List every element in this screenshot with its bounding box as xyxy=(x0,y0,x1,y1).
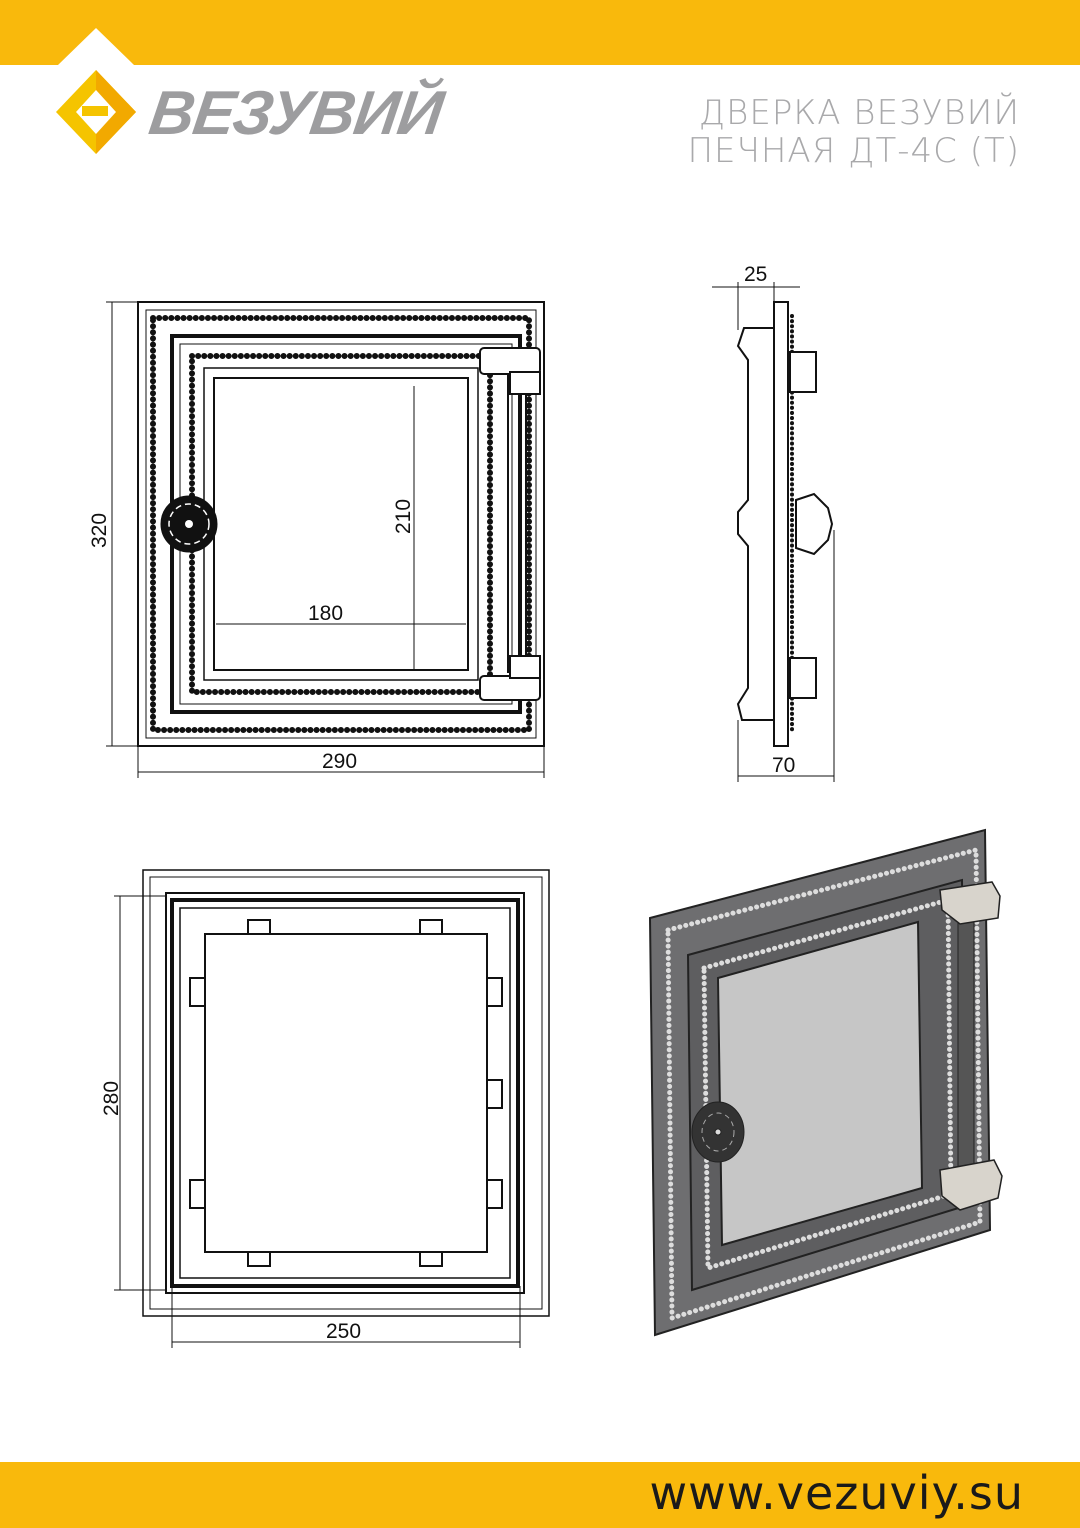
back-width-label: 250 xyxy=(326,1320,361,1343)
logo-icon xyxy=(56,70,136,154)
glass-width-label: 180 xyxy=(308,602,343,625)
back-dimensions xyxy=(114,895,521,1348)
back-view xyxy=(142,869,550,1317)
knob-icon xyxy=(691,1101,745,1163)
front-height-label: 320 xyxy=(88,513,111,548)
side-view xyxy=(736,301,834,747)
bottom-band xyxy=(0,1462,1080,1528)
side-depth-top-label: 25 xyxy=(744,263,767,286)
lug-icon xyxy=(189,919,503,1267)
product-title-line1: ДВЕРКА ВЕЗУВИЙ xyxy=(698,93,1020,133)
front-width-label: 290 xyxy=(322,750,357,773)
front-dimensions xyxy=(106,301,545,778)
product-title: ДВЕРКА ВЕЗУВИЙ ПЕЧНАЯ ДТ-4С (Т) xyxy=(687,94,1020,170)
brand-logo-text: ВЕЗУВИЙ xyxy=(145,79,447,148)
side-depth-bottom-label: 70 xyxy=(772,754,795,777)
hinge-icon xyxy=(939,881,1003,1211)
hinge-icon xyxy=(479,347,541,701)
logo-notch xyxy=(58,28,134,65)
top-band xyxy=(0,0,1080,65)
front-view xyxy=(137,301,545,747)
glass-height-label: 210 xyxy=(392,499,415,534)
side-dimensions xyxy=(712,282,835,782)
back-height-label: 280 xyxy=(100,1081,123,1116)
product-title-line2: ПЕЧНАЯ ДТ-4С (Т) xyxy=(687,131,1020,171)
isometric-view xyxy=(648,828,1003,1337)
knob-icon xyxy=(160,495,218,553)
website-link[interactable]: www.vezuviy.su xyxy=(649,1466,1024,1520)
